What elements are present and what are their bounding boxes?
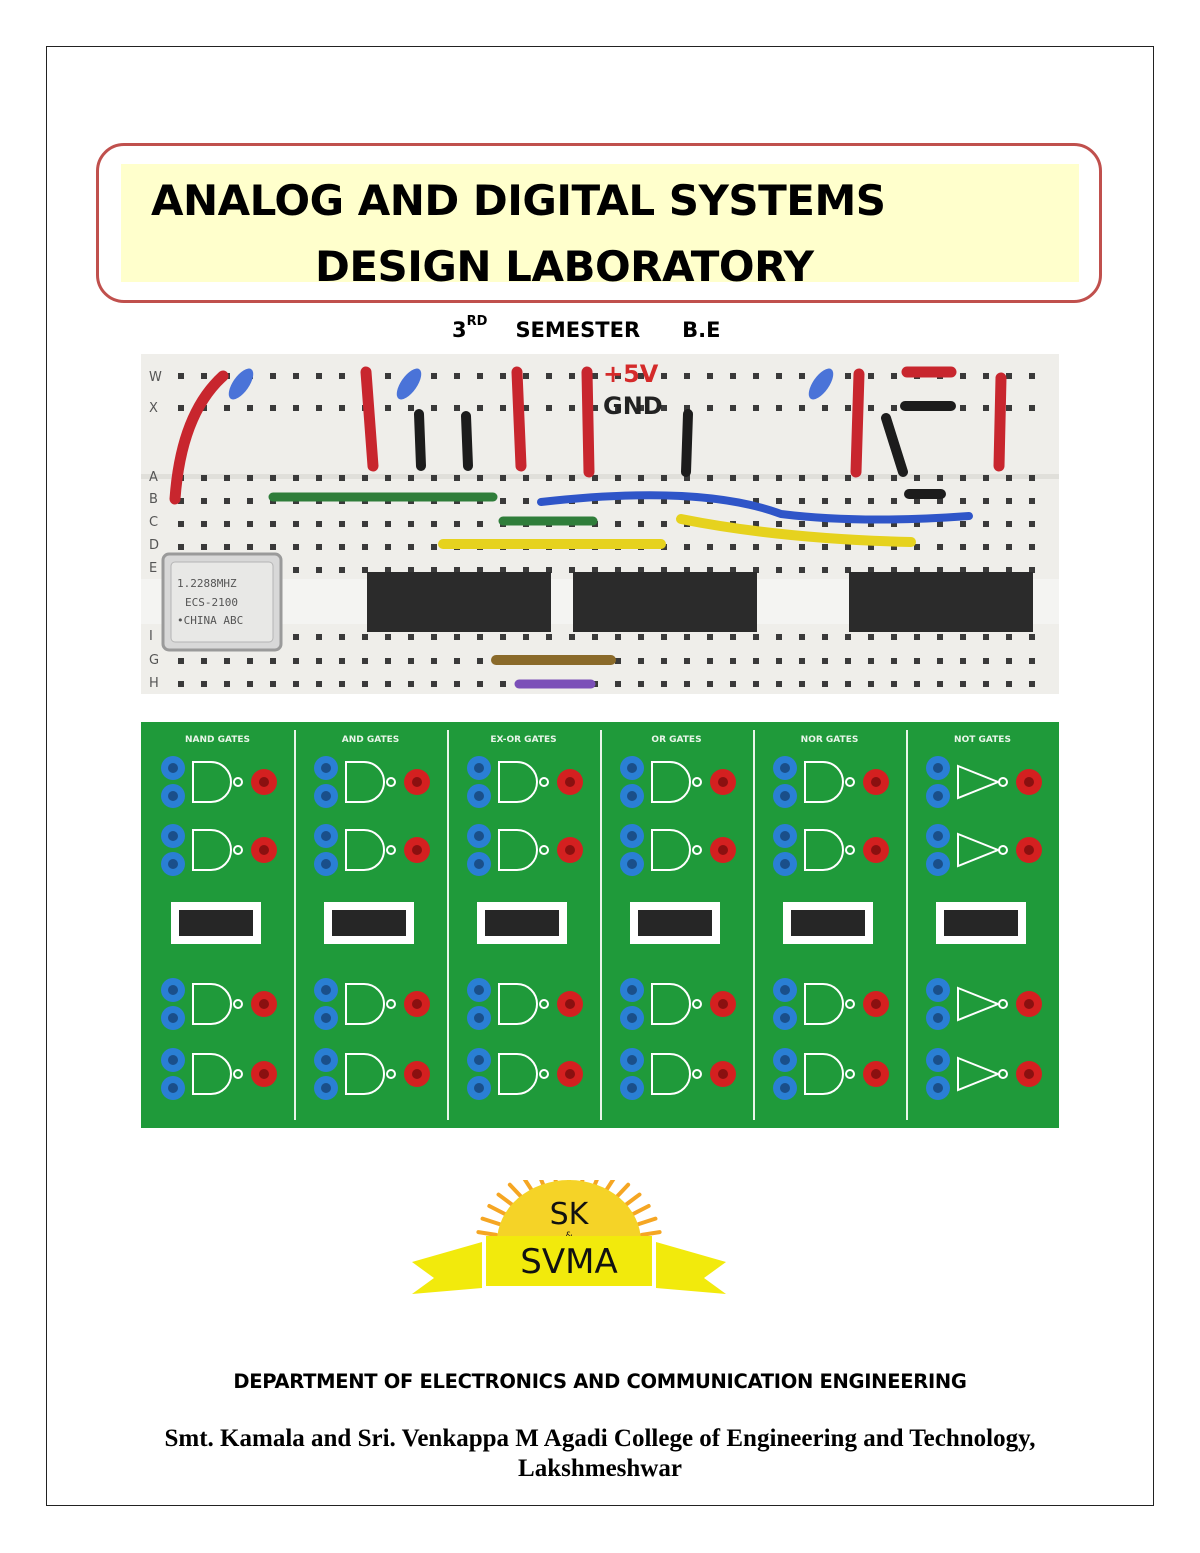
crystal-oscillator: 1.2288MHZ ECS-2100 •CHINA ABC bbox=[161, 552, 283, 652]
row-label: G bbox=[149, 653, 159, 668]
section-label: AND GATES bbox=[342, 735, 400, 745]
semester-line: 3RD SEMESTER B.E bbox=[452, 314, 721, 342]
gate-section: NOT GATES bbox=[906, 730, 1042, 1120]
gate-section: OR GATES bbox=[600, 730, 736, 1120]
ic-chip bbox=[485, 910, 559, 936]
semester-word: SEMESTER bbox=[515, 318, 641, 342]
row-label: H bbox=[149, 676, 159, 691]
logo-top-text: SK bbox=[550, 1197, 590, 1232]
section-label: NOR GATES bbox=[801, 735, 859, 745]
college-location: Lakshmeshwar bbox=[518, 1455, 682, 1482]
row-label: W bbox=[149, 370, 162, 385]
svg-text:ECS-2100: ECS-2100 bbox=[185, 596, 238, 609]
title-highlight bbox=[121, 164, 1079, 282]
degree-label: B.E bbox=[682, 318, 721, 342]
section-label: NOT GATES bbox=[954, 735, 1011, 745]
logic-trainer-photo: NAND GATES AND GATES EX-OR GATES OR GATES NO… bbox=[141, 722, 1059, 1128]
college-name: Smt. Kamala and Sri. Venkappa M Agadi Co… bbox=[100, 1424, 1100, 1484]
title-line-2: DESIGN LABORATORY bbox=[315, 242, 814, 291]
row-label: D bbox=[149, 538, 159, 553]
gate-section: EX-OR GATES bbox=[447, 730, 583, 1120]
gate-section: NAND GATES bbox=[161, 735, 277, 1100]
jumper-wires bbox=[169, 366, 1007, 689]
section-label: OR GATES bbox=[651, 735, 701, 745]
breadboard-holes bbox=[178, 373, 1035, 687]
ic-chip bbox=[791, 910, 865, 936]
row-label: A bbox=[149, 470, 158, 485]
college-logo: SK & SVMA bbox=[412, 1180, 726, 1294]
breadboard-photo: W X A B C D E I G H +5V GND bbox=[141, 354, 1059, 694]
title-line-1: ANALOG AND DIGITAL SYSTEMS bbox=[151, 176, 886, 225]
semester-number: 3 bbox=[452, 318, 467, 342]
gate-section: AND GATES bbox=[294, 730, 430, 1120]
row-label: E bbox=[149, 561, 157, 576]
row-label: C bbox=[149, 515, 158, 530]
ic-chip bbox=[332, 910, 406, 936]
ground-label: GND bbox=[603, 392, 663, 420]
svg-text:1.2288MHZ: 1.2288MHZ bbox=[177, 577, 237, 590]
section-label: NAND GATES bbox=[185, 735, 250, 745]
section-label: EX-OR GATES bbox=[490, 735, 556, 745]
college-line-1: Smt. Kamala and Sri. Venkappa M Agadi Co… bbox=[164, 1425, 1036, 1452]
supply-label: +5V bbox=[603, 360, 659, 388]
page-border bbox=[46, 46, 1154, 1506]
semester-suffix: RD bbox=[466, 314, 488, 329]
sun-rays bbox=[476, 1180, 662, 1237]
resistors bbox=[228, 368, 834, 400]
trainer-sections: NAND GATES AND GATES EX-OR GATES OR GATES NO… bbox=[161, 730, 1042, 1120]
ic-chips bbox=[367, 572, 1033, 632]
title-box: ANALOG AND DIGITAL SYSTEMS DESIGN LABORA… bbox=[96, 143, 1102, 303]
row-label: B bbox=[149, 492, 158, 507]
ic-chip bbox=[179, 910, 253, 936]
logo-bottom-text: SVMA bbox=[520, 1242, 617, 1282]
gate-section: NOR GATES bbox=[753, 730, 889, 1120]
row-labels: W X A B C D E I G H bbox=[149, 370, 162, 691]
ic-chip bbox=[944, 910, 1018, 936]
row-label: X bbox=[149, 401, 158, 416]
department-name: DEPARTMENT OF ELECTRONICS AND COMMUNICAT… bbox=[233, 1370, 967, 1393]
svg-text:•CHINA ABC: •CHINA ABC bbox=[177, 614, 243, 627]
ic-chip bbox=[638, 910, 712, 936]
row-label: I bbox=[149, 629, 153, 644]
